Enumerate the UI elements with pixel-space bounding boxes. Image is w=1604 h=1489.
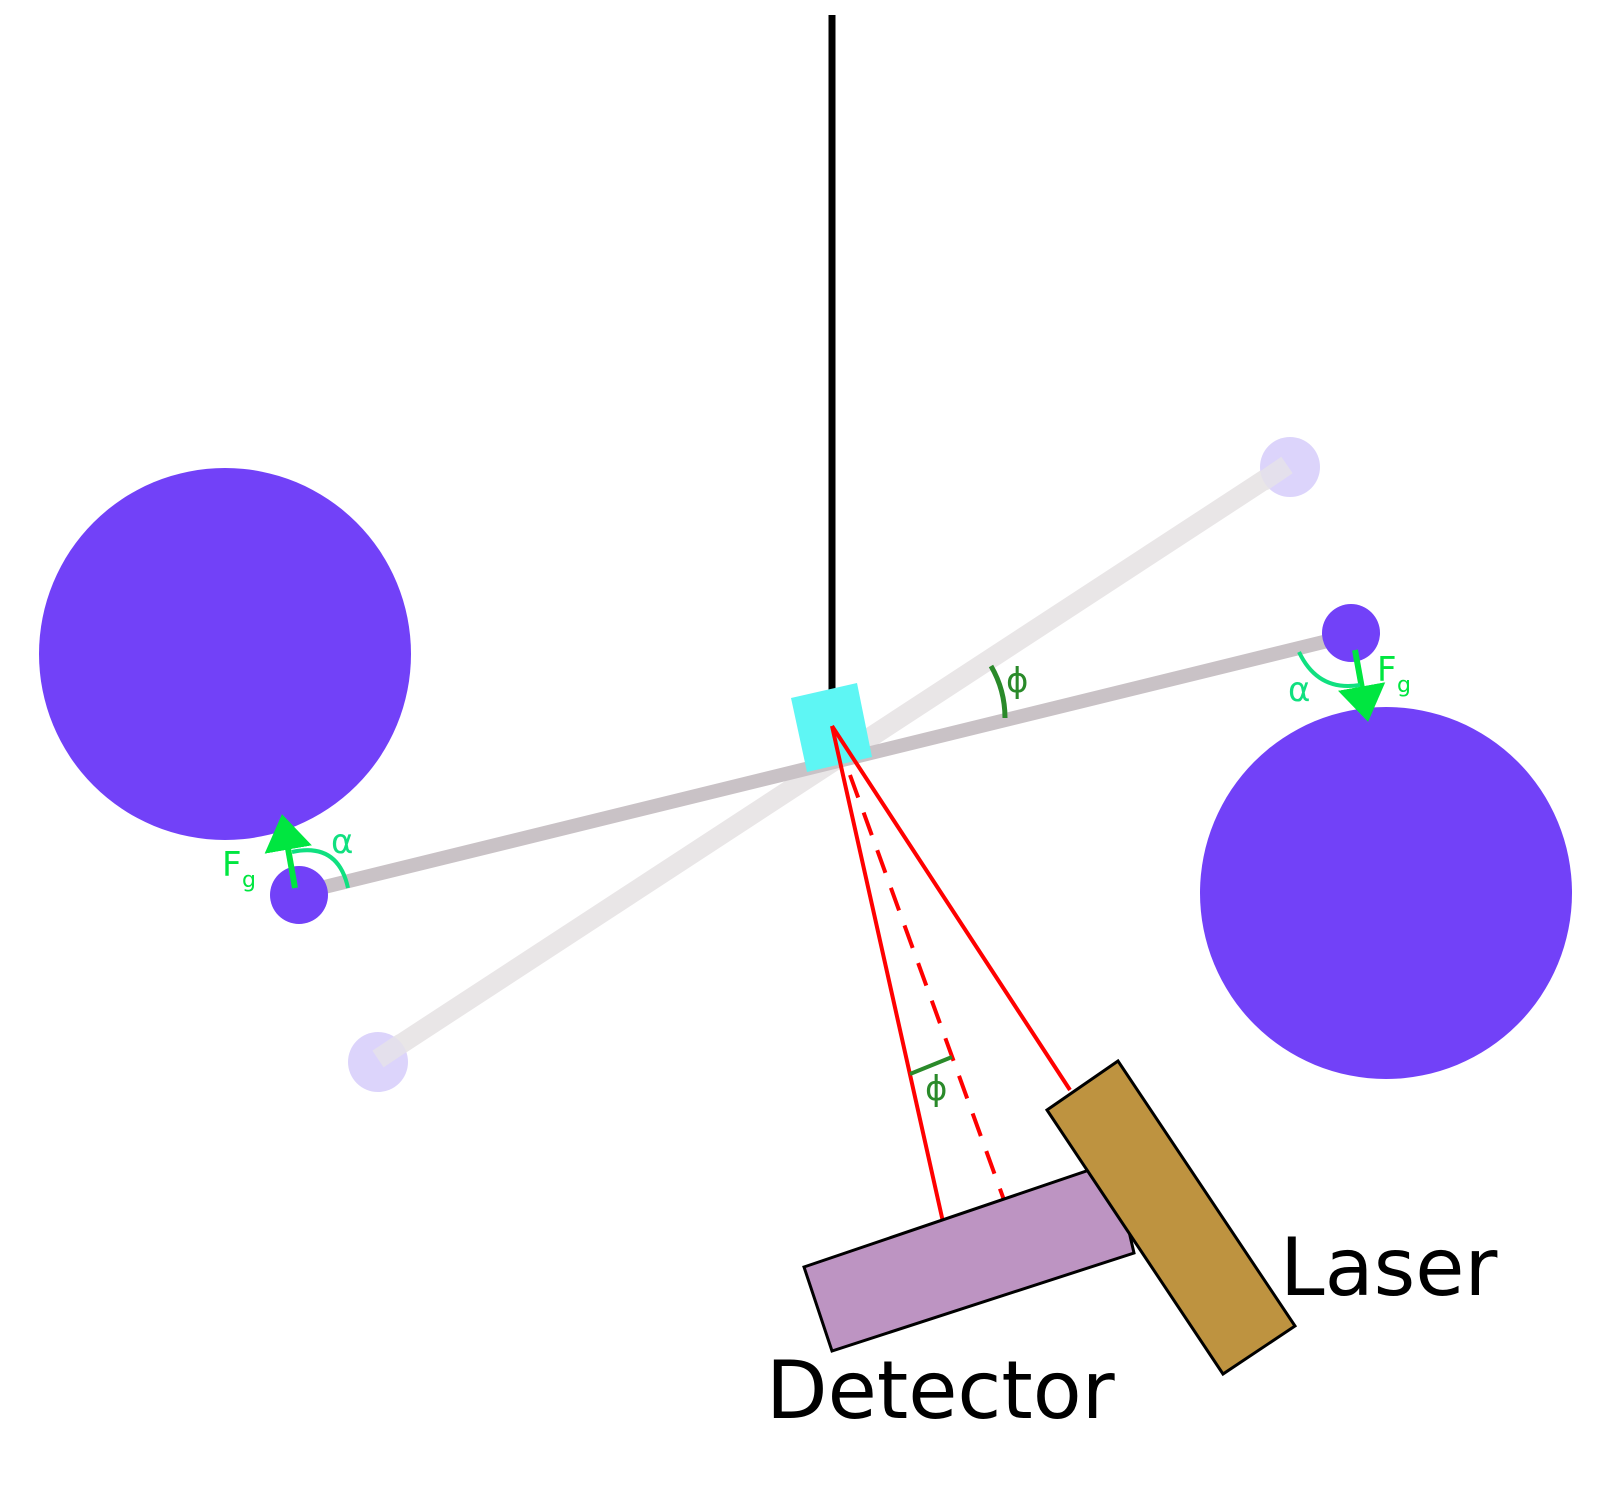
gravitational-force-arrow-right (1338, 649, 1386, 722)
alpha-label-left: α (331, 822, 353, 862)
alpha-label-right: α (1288, 670, 1310, 710)
detector-label: Detector (766, 1344, 1115, 1437)
phi-angle-arc-beam (988, 664, 1008, 719)
small-mass-left (270, 866, 328, 924)
force-subscript-right: g (1397, 673, 1411, 698)
detector (802, 1160, 1136, 1353)
small-mass-right (1322, 604, 1380, 662)
reflected-laser-ray (830, 725, 945, 1223)
phi-label-rays: ϕ (925, 1069, 947, 1109)
force-label-right: F (1377, 650, 1397, 690)
laser (1044, 1058, 1298, 1377)
rest-position-beam-overlay-right (1256, 456, 1293, 491)
alpha-angle-arc-right (1297, 651, 1361, 688)
phi-angle-arc-rays (909, 1055, 953, 1076)
rest-position-beam-overlay-left (372, 1034, 408, 1068)
large-mass-left (39, 468, 411, 840)
large-mass-right (1200, 707, 1572, 1079)
incident-laser-ray (830, 724, 1072, 1092)
reference-reflected-ray-dashed (848, 774, 1006, 1201)
gravitational-force-arrow-left (264, 814, 312, 889)
force-label-left: F (222, 845, 242, 885)
phi-label-beam: ϕ (1006, 661, 1028, 701)
laser-label: Laser (1280, 1221, 1497, 1314)
alpha-angle-arc-left (291, 848, 350, 889)
force-subscript-left: g (242, 868, 256, 893)
